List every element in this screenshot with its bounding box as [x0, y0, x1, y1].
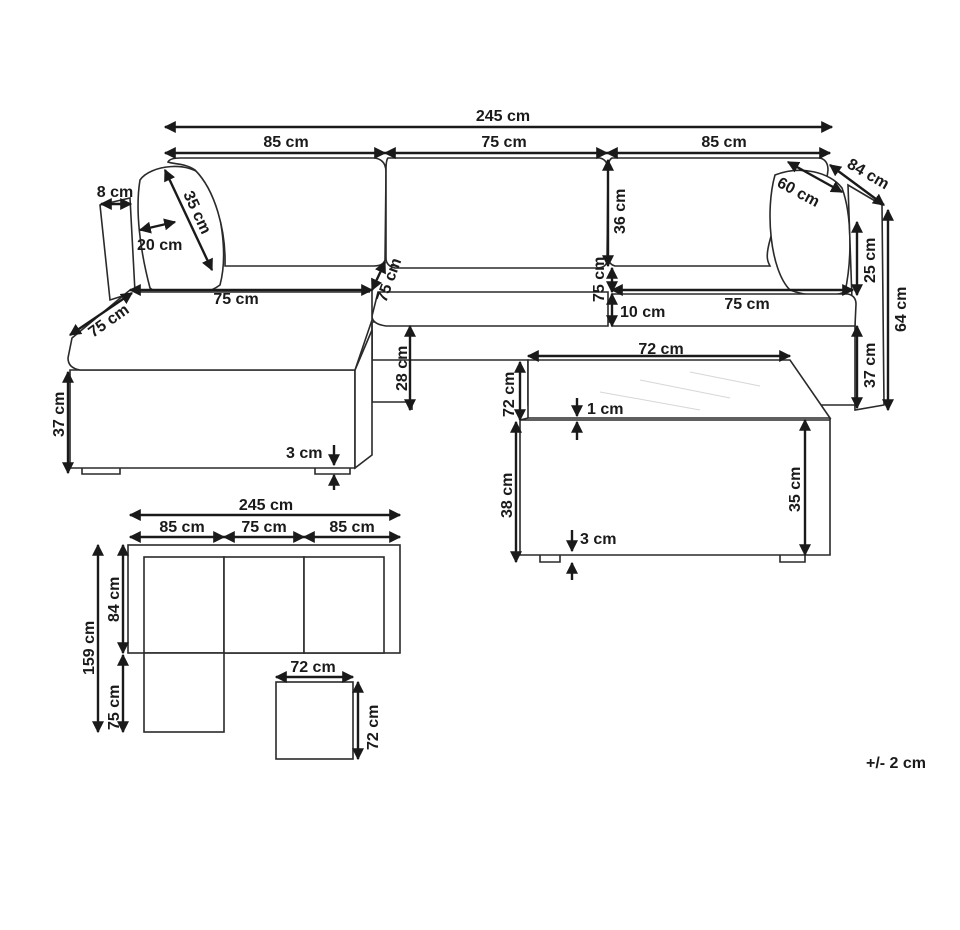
label-right-module-width: 85 cm [701, 134, 746, 151]
floor-plan [92, 509, 402, 761]
label-cushion-thickness: 10 cm [620, 304, 665, 321]
plan-label-left-width: 85 cm [159, 519, 204, 536]
table-glass-top [527, 359, 832, 419]
label-table-width: 72 cm [638, 341, 683, 358]
left-armrest [99, 197, 136, 302]
label-table-foot-height: 3 cm [580, 531, 616, 548]
middle-seat-cushion [371, 291, 609, 327]
label-right-seat-width: 75 cm [724, 296, 769, 313]
plan-label-sofa-depth: 84 cm [106, 577, 123, 622]
label-table-total-height: 38 cm [499, 473, 516, 518]
plan-left-seat [143, 556, 225, 654]
label-total-height: 64 cm [893, 287, 910, 332]
tolerance-note: +/- 2 cm [866, 755, 926, 772]
plan-label-ottoman-depth: 75 cm [106, 685, 123, 730]
label-armrest-width: 8 cm [97, 184, 133, 201]
table-frame [519, 419, 831, 556]
ottoman-cushion [67, 289, 373, 371]
plan-label-table-width: 72 cm [290, 659, 335, 676]
label-frame-height: 28 cm [394, 346, 411, 391]
plan-label-middle-width: 75 cm [241, 519, 286, 536]
plan-labels: 245 cm 85 cm 75 cm 85 cm 159 cm 84 cm 75… [81, 497, 382, 750]
label-ottoman-height: 37 cm [51, 392, 68, 437]
label-seat-height: 37 cm [862, 343, 879, 388]
plan-middle-seat [223, 556, 305, 654]
ottoman-side [354, 329, 373, 470]
label-middle-module-width: 75 cm [481, 134, 526, 151]
label-left-module-width: 85 cm [263, 134, 308, 151]
plan-right-seat [303, 556, 385, 654]
plan-label-table-depth: 72 cm [365, 705, 382, 750]
label-glass-thickness: 1 cm [587, 401, 623, 418]
plan-label-total-width: 245 cm [239, 497, 293, 514]
label-ottoman-width: 75 cm [213, 291, 258, 308]
label-seat-depth-side: 75 cm [591, 257, 608, 302]
label-back-cushion-depth: 20 cm [137, 237, 182, 254]
label-total-width: 245 cm [476, 108, 530, 125]
plan-ottoman [143, 652, 225, 733]
middle-backrest-cushion [385, 157, 609, 269]
coffee-table-drawing [519, 359, 832, 563]
plan-table [275, 681, 354, 760]
label-table-depth: 72 cm [501, 372, 518, 417]
plan-label-right-width: 85 cm [329, 519, 374, 536]
label-backrest-height: 36 cm [612, 189, 629, 234]
label-foot-height-ottoman: 3 cm [286, 445, 322, 462]
dimension-lines [62, 121, 894, 580]
label-table-frame-height: 35 cm [787, 467, 804, 512]
label-arm-height-above-seat: 25 cm [862, 238, 879, 283]
plan-label-total-depth: 159 cm [81, 621, 98, 675]
